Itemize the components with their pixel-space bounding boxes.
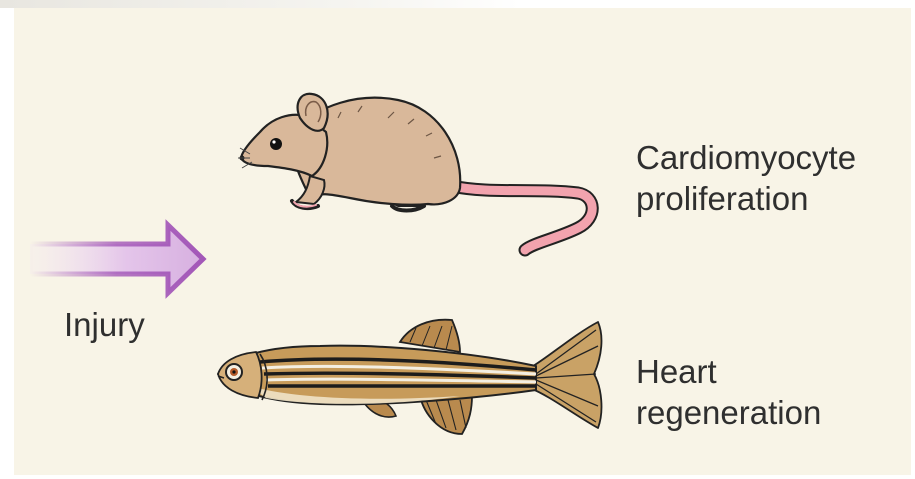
injury-arrow-icon (30, 222, 210, 302)
mouse-outcome-label: Cardiomyocyte proliferation (636, 137, 856, 219)
top-edge-shadow (0, 0, 520, 8)
mouse-icon (238, 88, 598, 258)
injury-label: Injury (64, 304, 145, 345)
fish-outcome-line1: Heart (636, 351, 821, 392)
fish-outcome-label: Heart regeneration (636, 351, 821, 433)
fish-outcome-line2: regeneration (636, 392, 821, 433)
zebrafish-icon (210, 316, 610, 440)
mouse-outcome-line1: Cardiomyocyte (636, 137, 856, 178)
mouse-outcome-line2: proliferation (636, 178, 856, 219)
